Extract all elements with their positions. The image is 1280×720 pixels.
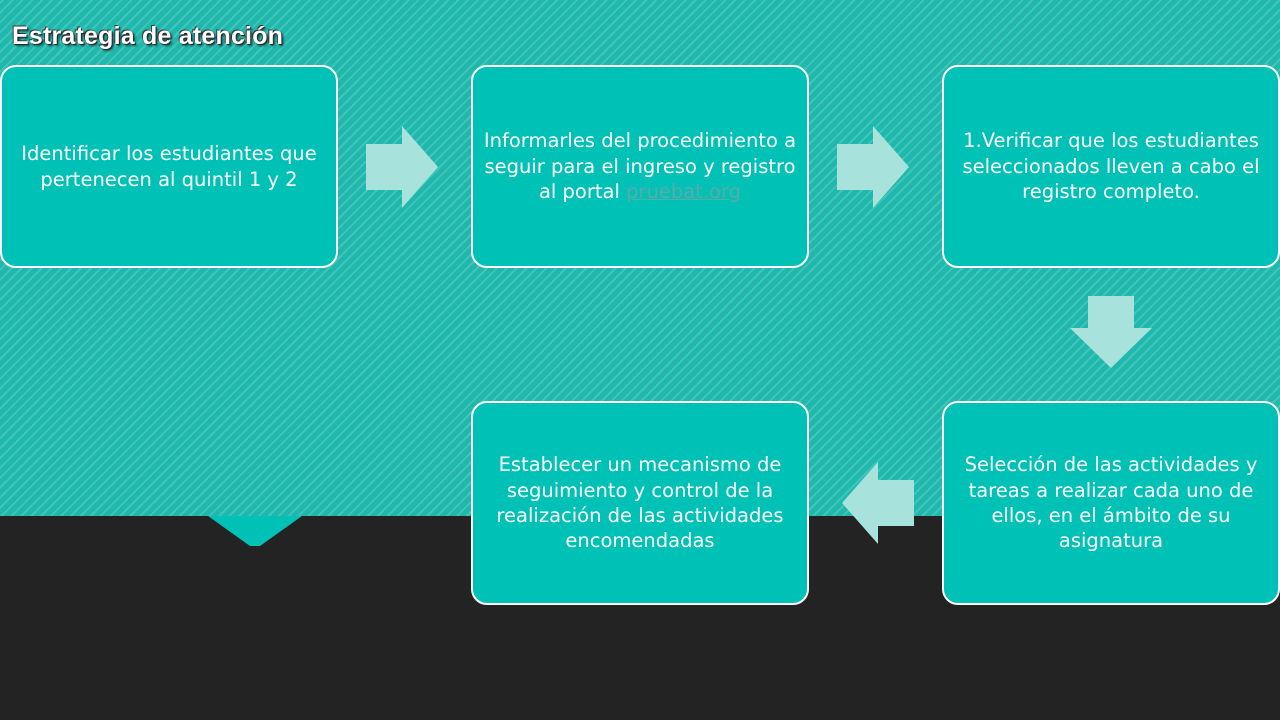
step-box-4: Selección de las actividades y tareas a … bbox=[942, 401, 1280, 605]
footer-notch bbox=[208, 516, 302, 546]
arrow-down-icon bbox=[1070, 296, 1152, 368]
arrow-right-icon bbox=[366, 126, 438, 208]
step-box-5: Establecer un mecanismo de seguimiento y… bbox=[471, 401, 809, 605]
step-2-text: Informarles del procedimiento a seguir p… bbox=[483, 129, 797, 204]
step-5-text: Establecer un mecanismo de seguimiento y… bbox=[496, 453, 784, 553]
step-box-1: Identificar los estudiantes que pertenec… bbox=[0, 65, 338, 268]
step-3-text: 1.Verificar que los estudiantes seleccio… bbox=[962, 129, 1260, 204]
step-box-2: Informarles del procedimiento a seguir p… bbox=[471, 65, 809, 268]
portal-link[interactable]: pruebat.org bbox=[626, 180, 741, 204]
step-box-3: 1.Verificar que los estudiantes seleccio… bbox=[942, 65, 1280, 268]
arrow-right-icon bbox=[837, 126, 909, 208]
arrow-left-icon bbox=[842, 462, 914, 544]
step-4-text: Selección de las actividades y tareas a … bbox=[964, 453, 1258, 553]
slide-title: Estrategia de atención bbox=[12, 22, 284, 50]
step-1-text: Identificar los estudiantes que pertenec… bbox=[21, 142, 317, 191]
